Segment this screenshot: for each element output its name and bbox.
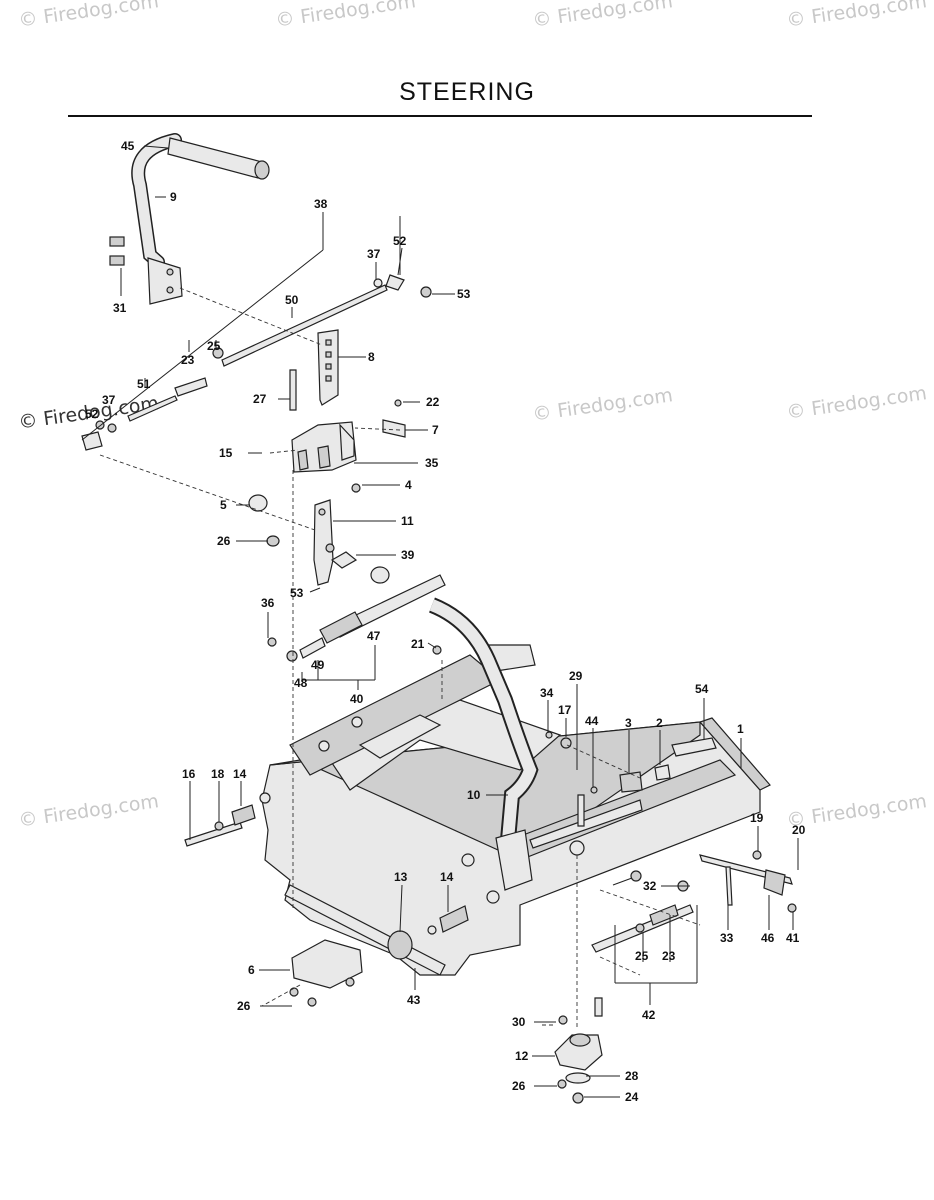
callout-36: 36 [261, 596, 275, 610]
callout-23: 23 [662, 949, 676, 963]
callout-5: 5 [220, 498, 227, 512]
callout-49: 49 [311, 658, 325, 672]
callout-31: 31 [113, 301, 127, 315]
callout-25: 25 [207, 339, 221, 353]
callout-14: 14 [440, 870, 454, 884]
steering-bar-part [109, 133, 270, 305]
housing-part [291, 421, 357, 473]
callout-13: 13 [394, 870, 408, 884]
callout-10: 10 [467, 788, 481, 802]
callout-17: 17 [558, 703, 572, 717]
callout-21: 21 [411, 637, 425, 651]
callout-44: 44 [585, 714, 599, 728]
callout-47: 47 [367, 629, 381, 643]
callout-42: 42 [642, 1008, 656, 1022]
leader-lines [81, 145, 799, 1098]
callout-11: 11 [401, 514, 414, 528]
adjuster-bracket-part [317, 329, 339, 406]
callout-52: 52 [393, 234, 407, 248]
callout-6: 6 [248, 963, 255, 977]
callout-35: 35 [425, 456, 439, 470]
linkage-rod-part [81, 274, 432, 451]
lever-part [248, 483, 390, 586]
mount-part [289, 939, 363, 1007]
callout-39: 39 [401, 548, 415, 562]
bottom-mount-part [554, 997, 603, 1104]
damper-part [267, 574, 446, 662]
callout-28: 28 [625, 1069, 639, 1083]
callout-24: 24 [625, 1090, 639, 1104]
callout-16: 16 [182, 767, 196, 781]
callout-34: 34 [540, 686, 554, 700]
callout-52: 52 [85, 407, 99, 421]
callout-15: 15 [219, 446, 233, 460]
alignment-lines [99, 287, 701, 1030]
callout-26: 26 [237, 999, 251, 1013]
callout-1: 1 [737, 722, 744, 736]
callout-27: 27 [253, 392, 267, 406]
callout-26: 26 [217, 534, 231, 548]
callout-33: 33 [720, 931, 734, 945]
cross-bar-part [284, 884, 469, 976]
callout-40: 40 [350, 692, 364, 706]
left-front-parts [184, 792, 271, 847]
callout-50: 50 [285, 293, 299, 307]
callout-38: 38 [314, 197, 328, 211]
callout-9: 9 [170, 190, 177, 204]
callout-7: 7 [432, 423, 439, 437]
screw-part [394, 399, 402, 407]
callout-2: 2 [656, 716, 663, 730]
callout-53: 53 [457, 287, 471, 301]
callout-25: 25 [635, 949, 649, 963]
callout-43: 43 [407, 993, 421, 1007]
callout-8: 8 [368, 350, 375, 364]
page-title: STEERING [399, 78, 535, 106]
callout-37: 37 [367, 247, 381, 261]
callout-37: 37 [102, 393, 116, 407]
callout-3: 3 [625, 716, 632, 730]
callout-41: 41 [786, 931, 800, 945]
steering-shaft-fill [429, 599, 537, 841]
title-rule [68, 115, 812, 117]
pin-part [289, 369, 297, 411]
callout-18: 18 [211, 767, 225, 781]
callout-54: 54 [695, 682, 709, 696]
callout-45: 45 [121, 139, 135, 153]
callout-51: 51 [137, 377, 151, 391]
callout-22: 22 [426, 395, 440, 409]
callout-19: 19 [750, 811, 764, 825]
callout-26: 26 [512, 1079, 526, 1093]
callout-30: 30 [512, 1015, 526, 1029]
right-linkage-parts [529, 731, 797, 913]
switch-part [382, 419, 406, 438]
callout-12: 12 [515, 1049, 529, 1063]
callout-20: 20 [792, 823, 806, 837]
callout-23: 23 [181, 353, 195, 367]
callout-14: 14 [233, 767, 247, 781]
callout-29: 29 [569, 669, 583, 683]
callout-48: 48 [294, 676, 308, 690]
callout-46: 46 [761, 931, 775, 945]
tie-rod-part [591, 904, 694, 953]
callout-4: 4 [405, 478, 412, 492]
shaft-bracket-part [495, 829, 533, 891]
callout-labels: 45 9 38 52 37 53 50 31 25 23 8 51 37 52 … [85, 139, 806, 1104]
callout-53: 53 [290, 586, 304, 600]
callout-32: 32 [643, 879, 657, 893]
